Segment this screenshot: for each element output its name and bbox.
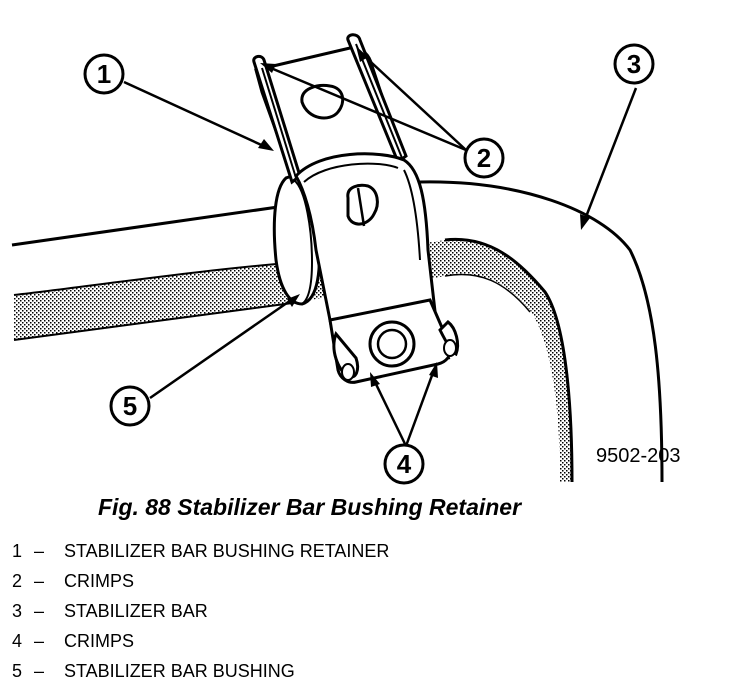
callout-1: 1	[83, 53, 125, 95]
legend-number: 3	[12, 601, 23, 621]
legend-separator: –	[34, 631, 45, 651]
legend-label: STABILIZER BAR BUSHING RETAINER	[64, 541, 390, 561]
callout-2: 2	[463, 137, 505, 179]
callout-5: 5	[109, 385, 151, 427]
svg-text:3: 3	[627, 49, 641, 79]
legend-separator: –	[34, 541, 45, 561]
legend-separator: –	[34, 601, 45, 621]
legend-item: 1–STABILIZER BAR BUSHING RETAINER	[12, 536, 389, 566]
legend-number: 5	[12, 661, 23, 681]
figure-code: 9502-203	[596, 445, 681, 467]
svg-text:1: 1	[97, 59, 111, 89]
stabilizer-bar-diagram: 1 2 3 4 5 9502-203	[11, 33, 681, 485]
legend-separator: –	[34, 661, 45, 681]
stabilizer-bar-bushing-retainer	[252, 33, 460, 384]
stabilizer-bar	[11, 180, 664, 483]
svg-text:4: 4	[397, 449, 412, 479]
legend-number: 4	[12, 631, 23, 651]
legend-item: 4–CRIMPS	[12, 626, 389, 656]
svg-text:2: 2	[477, 143, 491, 173]
callout-4: 4	[383, 443, 425, 485]
legend-label: STABILIZER BAR BUSHING	[64, 661, 295, 681]
leader-arrowheads	[258, 46, 590, 387]
legend-item: 5–STABILIZER BAR BUSHING	[12, 656, 389, 686]
legend-list: 1–STABILIZER BAR BUSHING RETAINER 2–CRIM…	[12, 536, 389, 686]
callout-3: 3	[613, 43, 655, 85]
legend-separator: –	[34, 571, 45, 591]
legend-label: STABILIZER BAR	[64, 601, 208, 621]
figure-caption: Fig. 88 Stabilizer Bar Bushing Retainer	[98, 494, 522, 520]
leader-lines	[123, 51, 638, 447]
legend-label: CRIMPS	[64, 631, 135, 651]
legend-item: 2–CRIMPS	[12, 566, 389, 596]
legend-number: 1	[12, 541, 23, 561]
legend-label: CRIMPS	[64, 571, 135, 591]
svg-text:5: 5	[123, 391, 137, 421]
legend-number: 2	[12, 571, 23, 591]
legend-item: 3–STABILIZER BAR	[12, 596, 389, 626]
